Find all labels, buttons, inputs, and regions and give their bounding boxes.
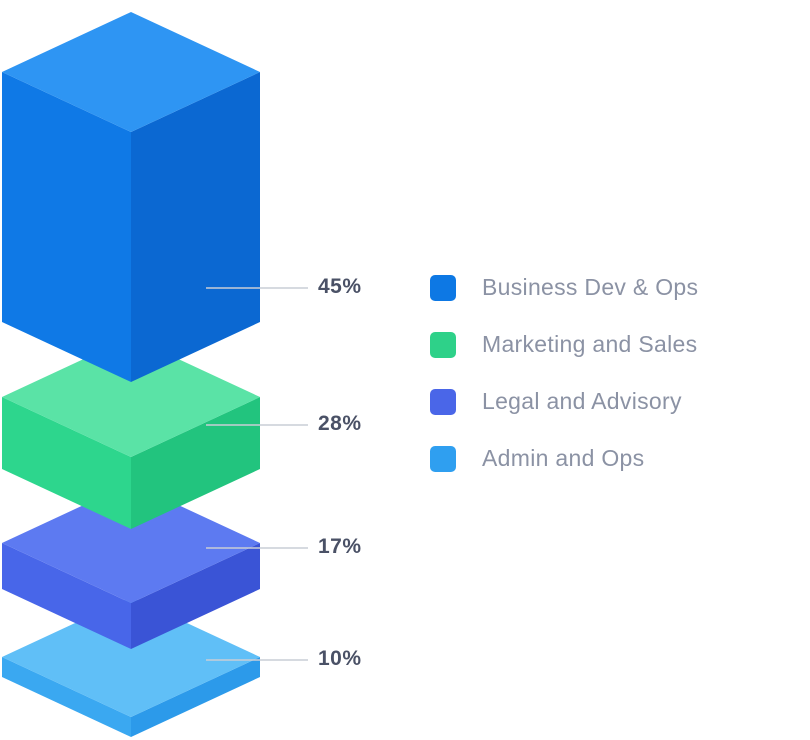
segment-right-face <box>131 657 260 737</box>
value-label-admin-ops: 10% <box>318 647 362 670</box>
legend-item-legal-advisory: Legal and Advisory <box>430 373 698 430</box>
legend-swatch-icon <box>430 331 456 358</box>
legend: Business Dev & Ops Marketing and Sales L… <box>430 259 698 487</box>
segment-right-face <box>131 72 260 382</box>
legend-swatch-icon <box>430 274 456 301</box>
legend-label: Business Dev & Ops <box>482 274 699 300</box>
legend-swatch-icon <box>430 388 456 415</box>
segment-top-face <box>2 597 260 717</box>
segment-left-face <box>2 657 131 737</box>
segment-right-face <box>131 543 260 649</box>
segment-left-face <box>2 72 131 382</box>
legend-label: Marketing and Sales <box>482 331 698 357</box>
segment-left-face <box>2 543 131 649</box>
segment-top-face <box>2 12 260 132</box>
segment-top-face <box>2 337 260 457</box>
value-label-legal-advisory: 17% <box>318 535 362 558</box>
legend-item-marketing-sales: Marketing and Sales <box>430 316 698 373</box>
legend-label: Admin and Ops <box>482 445 645 471</box>
segment-top-face <box>2 483 260 603</box>
segment-left-face <box>2 397 131 529</box>
value-label-business-dev: 45% <box>318 275 362 298</box>
legend-item-admin-ops: Admin and Ops <box>430 430 698 487</box>
legend-item-business-dev: Business Dev & Ops <box>430 259 698 316</box>
legend-label: Legal and Advisory <box>482 388 682 414</box>
legend-swatch-icon <box>430 445 456 472</box>
segment-right-face <box>131 397 260 529</box>
value-label-marketing-sales: 28% <box>318 412 362 435</box>
